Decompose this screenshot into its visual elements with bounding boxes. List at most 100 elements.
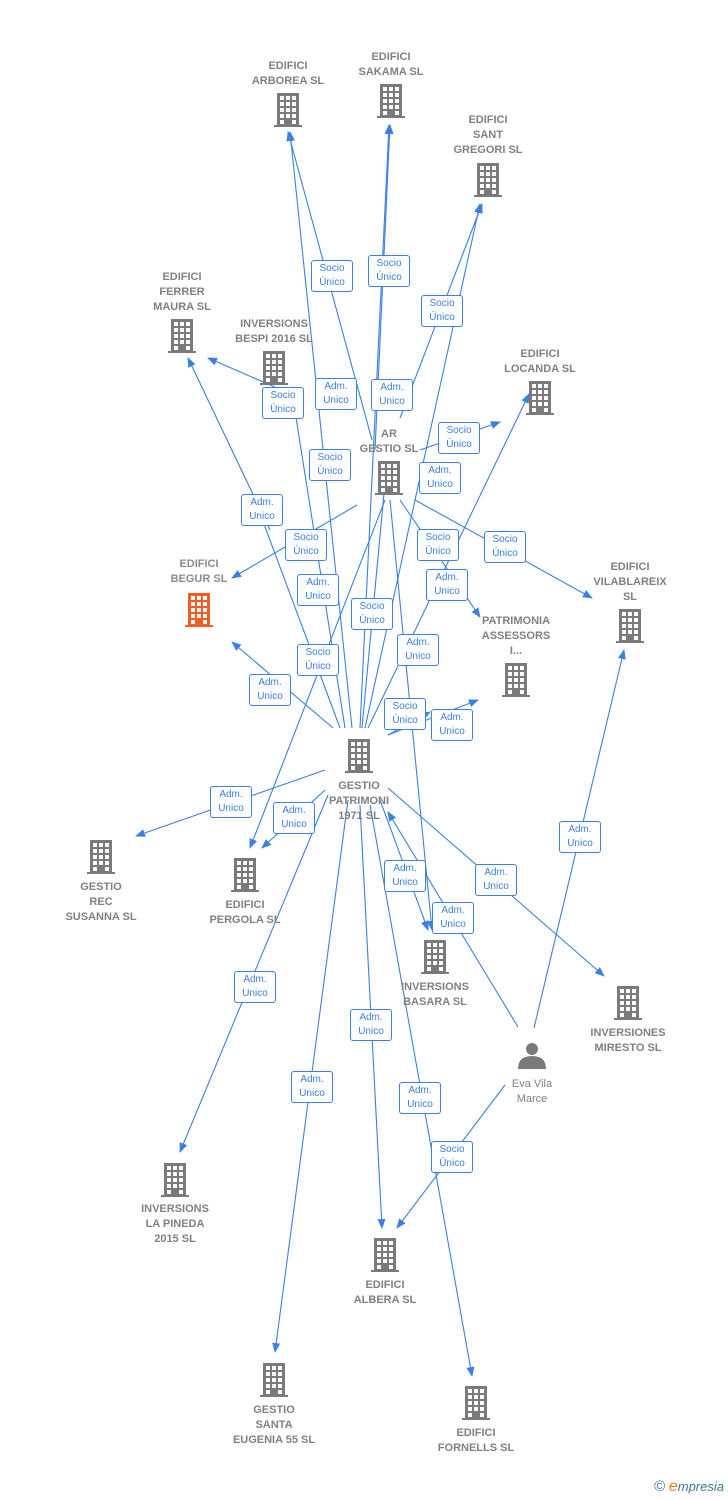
- relation-label-line: Unico: [392, 877, 418, 888]
- node-label: EDIFICI: [179, 558, 218, 570]
- node-label: INVERSIONS: [141, 1203, 209, 1215]
- relation-label[interactable]: Adm. Unico: [431, 709, 473, 741]
- relation-label[interactable]: Adm.Unico: [210, 786, 252, 818]
- relation-label[interactable]: Adm.Unico: [249, 674, 291, 706]
- relation-label-line: Adm.: [440, 712, 464, 723]
- relation-label-line: Adm.: [250, 497, 274, 508]
- relation-label[interactable]: Adm.Unico: [426, 569, 468, 601]
- relation-label-line: Unico: [440, 919, 466, 930]
- relation-label-line: Único: [439, 1158, 465, 1169]
- node-label: BEGUR SL: [171, 573, 228, 585]
- node-label: INVERSIONS: [240, 318, 308, 330]
- relation-label-line: Adm.: [568, 824, 592, 835]
- building-icon: [614, 986, 642, 1020]
- building-icon: [260, 1363, 288, 1397]
- relation-label-line: Único: [429, 312, 455, 323]
- relation-label-line: Unico: [434, 586, 460, 597]
- brand-name: mpresia: [677, 1479, 724, 1494]
- node-label: EDIFICI: [468, 114, 507, 126]
- relation-label[interactable]: Adm.Unico: [384, 860, 426, 892]
- relation-label-line: Único: [359, 615, 385, 626]
- relation-label[interactable]: Adm.Unico: [273, 802, 315, 834]
- relation-label-line: Socio: [492, 534, 518, 545]
- node-label: EDIFICI: [268, 60, 307, 72]
- relation-label-line: Socio: [425, 532, 451, 543]
- relation-label-line: Unico: [218, 803, 244, 814]
- relation-label-line: Socio: [376, 258, 402, 269]
- relation-label[interactable]: Adm.Unico: [234, 971, 276, 1003]
- node-patrimonia[interactable]: PATRIMONIAASSESSORSI...: [482, 615, 550, 697]
- building-icon: [616, 609, 644, 643]
- relation-label-line: Adm.: [324, 381, 348, 392]
- relation-label-line: Único: [392, 715, 418, 726]
- relation-label-line: Socio: [446, 425, 472, 436]
- relation-label[interactable]: Adm.Unico: [475, 864, 517, 896]
- relation-label[interactable]: Adm.Unico: [315, 378, 357, 410]
- relation-label[interactable]: Adm.Unico: [399, 1082, 441, 1114]
- relation-label[interactable]: Adm.Unico: [559, 821, 601, 853]
- relation-label-line: Único: [492, 548, 518, 559]
- relation-label[interactable]: Adm.Unico: [419, 462, 461, 494]
- relation-label-line: Unico: [439, 726, 465, 737]
- node-label: ALBERA SL: [354, 1294, 417, 1306]
- edge-center-to-begur: [254, 499, 341, 729]
- relation-label-line: Socio: [392, 701, 418, 712]
- node-begur[interactable]: EDIFICI BEGUR SL: [171, 558, 228, 627]
- building-icon: [421, 940, 449, 974]
- relation-label-line: Único: [305, 661, 331, 672]
- node-label: PATRIMONIA: [482, 615, 550, 627]
- relation-label-line: Socio: [429, 298, 455, 309]
- relation-label[interactable]: Adm.Unico: [371, 379, 413, 411]
- relation-label-line: Socio: [319, 263, 345, 274]
- node-label: GESTIO SL: [360, 443, 419, 455]
- node-label: 1971 SL: [338, 810, 380, 822]
- relation-label[interactable]: Adm.Unico: [241, 494, 283, 526]
- building-icon: [474, 163, 502, 197]
- node-label: MIRESTO SL: [594, 1042, 661, 1054]
- relation-label-line: Único: [319, 277, 345, 288]
- node-label: MAURA SL: [153, 301, 211, 313]
- edge-gp1971-to-locanda: [367, 393, 530, 729]
- relation-label[interactable]: Adm.Unico: [350, 1009, 392, 1041]
- relation-label[interactable]: Adm.Unico: [297, 574, 339, 606]
- relation-label-line: Único: [376, 272, 402, 283]
- relation-label[interactable]: Adm.Unico: [397, 634, 439, 666]
- relation-label[interactable]: Adm.Unico: [432, 902, 474, 934]
- node-label: EDIFICI: [456, 1427, 495, 1439]
- node-label: SUSANNA SL: [65, 911, 136, 923]
- relation-label-line: Unico: [427, 479, 453, 490]
- relation-label[interactable]: Adm.Unico: [291, 1071, 333, 1103]
